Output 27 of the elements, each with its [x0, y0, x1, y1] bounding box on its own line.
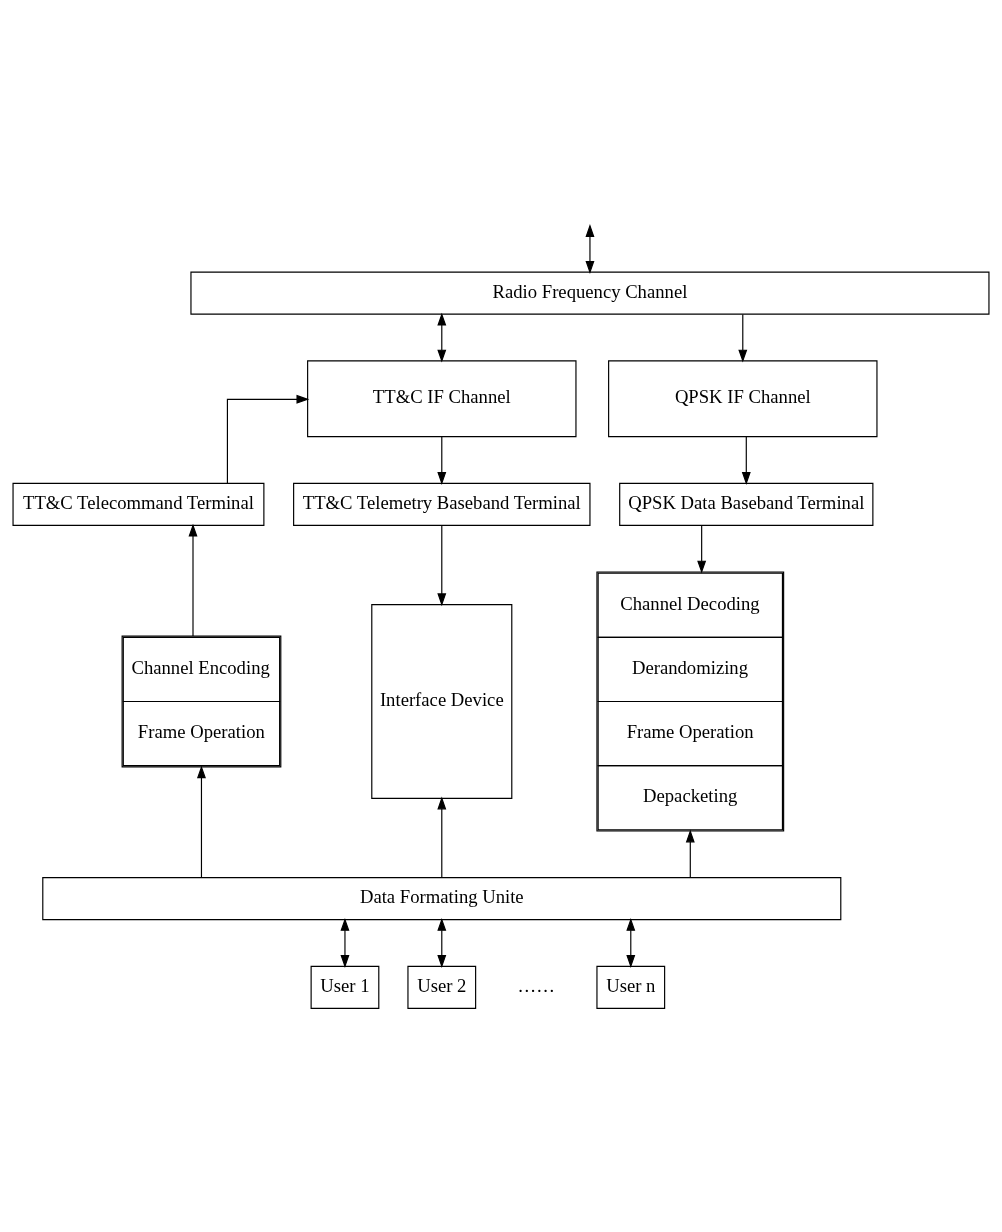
- node-box: Data Formating Unite: [42, 876, 842, 920]
- node-box: TT&C Telemetry Baseband Terminal: [293, 482, 591, 526]
- arrow: [340, 917, 350, 968]
- arrow: [437, 524, 447, 606]
- arrow: [585, 223, 595, 274]
- arrow: [196, 764, 206, 878]
- node-box: User n: [596, 965, 666, 1009]
- node-box: TT&C IF Channel: [307, 359, 577, 437]
- node-box: QPSK IF Channel: [608, 359, 878, 437]
- arrow: [437, 917, 447, 968]
- node-box: TT&C Telecommand Terminal: [12, 482, 265, 526]
- arrow: [437, 312, 447, 363]
- arrow: [626, 917, 636, 968]
- node-box: Radio Frequency Channel: [190, 271, 990, 315]
- arrow: [437, 796, 447, 878]
- arrow: [437, 435, 447, 485]
- arrow: [738, 313, 748, 363]
- node-box: QPSK Data Baseband Terminal: [619, 482, 874, 526]
- label: ……: [517, 974, 555, 996]
- node-box: User 2: [407, 965, 477, 1009]
- arrow: [226, 394, 310, 484]
- arrow: [697, 524, 707, 574]
- node-box: User 1: [310, 965, 380, 1009]
- arrow: [685, 829, 695, 878]
- arrow: [188, 523, 198, 637]
- node-box: Interface Device: [371, 603, 513, 799]
- arrow: [741, 435, 751, 485]
